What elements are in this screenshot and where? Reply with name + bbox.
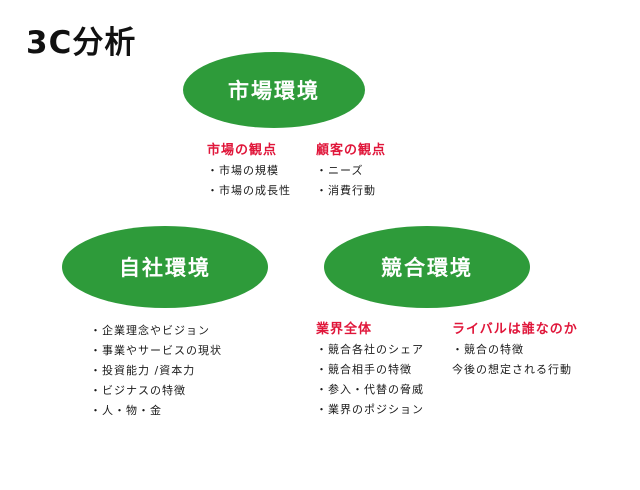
industry-overall-heading: 業界全体 (316, 322, 373, 337)
market-viewpoint-list: ・市場の規模 ・市場の成長性 (207, 161, 291, 201)
list-item: ・ニーズ (316, 164, 364, 177)
list-item: ・企業理念やビジョン (90, 324, 210, 337)
list-item: ・市場の規模 (207, 164, 279, 177)
list-item: ・事業やサービスの現状 (90, 344, 222, 357)
market-viewpoint-group: 市場の観点 ・市場の規模 ・市場の成長性 (207, 141, 291, 201)
self-environment-label: 自社環境 (119, 256, 211, 280)
market-environment-node: 市場環境 (183, 52, 365, 128)
self-points-group: ・企業理念やビジョン ・事業やサービスの現状 ・投資能力 /資本力 ・ビジナスの… (90, 321, 222, 421)
list-item: 今後の想定される行動 (452, 363, 572, 376)
self-environment-node: 自社環境 (62, 226, 268, 308)
industry-overall-group: 業界全体 ・競合各社のシェア ・競合相手の特徴 ・参入・代替の脅威 ・業界のポジ… (316, 320, 424, 420)
market-viewpoint-heading: 市場の観点 (207, 143, 278, 158)
list-item: ・消費行動 (316, 184, 376, 197)
list-item: ・ビジナスの特徴 (90, 384, 186, 397)
list-item: ・市場の成長性 (207, 184, 291, 197)
page-title: 3C分析 (26, 25, 137, 61)
rival-group: ライバルは誰なのか ・競合の特徴 今後の想定される行動 (452, 320, 578, 380)
list-item: ・競合相手の特徴 (316, 363, 412, 376)
customer-viewpoint-heading: 顧客の観点 (316, 143, 387, 158)
list-item: ・人・物・金 (90, 404, 162, 417)
competitor-environment-label: 競合環境 (381, 256, 473, 280)
competitor-environment-node: 競合環境 (324, 226, 530, 308)
rival-list: ・競合の特徴 今後の想定される行動 (452, 340, 578, 380)
list-item: ・競合の特徴 (452, 343, 524, 356)
list-item: ・競合各社のシェア (316, 343, 424, 356)
list-item: ・投資能力 /資本力 (90, 364, 196, 377)
list-item: ・業界のポジション (316, 403, 424, 416)
industry-overall-list: ・競合各社のシェア ・競合相手の特徴 ・参入・代替の脅威 ・業界のポジション (316, 340, 424, 420)
rival-heading: ライバルは誰なのか (452, 322, 578, 337)
market-environment-label: 市場環境 (228, 79, 320, 103)
self-points-list: ・企業理念やビジョン ・事業やサービスの現状 ・投資能力 /資本力 ・ビジナスの… (90, 321, 222, 421)
customer-viewpoint-group: 顧客の観点 ・ニーズ ・消費行動 (316, 141, 386, 201)
customer-viewpoint-list: ・ニーズ ・消費行動 (316, 161, 386, 201)
list-item: ・参入・代替の脅威 (316, 383, 424, 396)
